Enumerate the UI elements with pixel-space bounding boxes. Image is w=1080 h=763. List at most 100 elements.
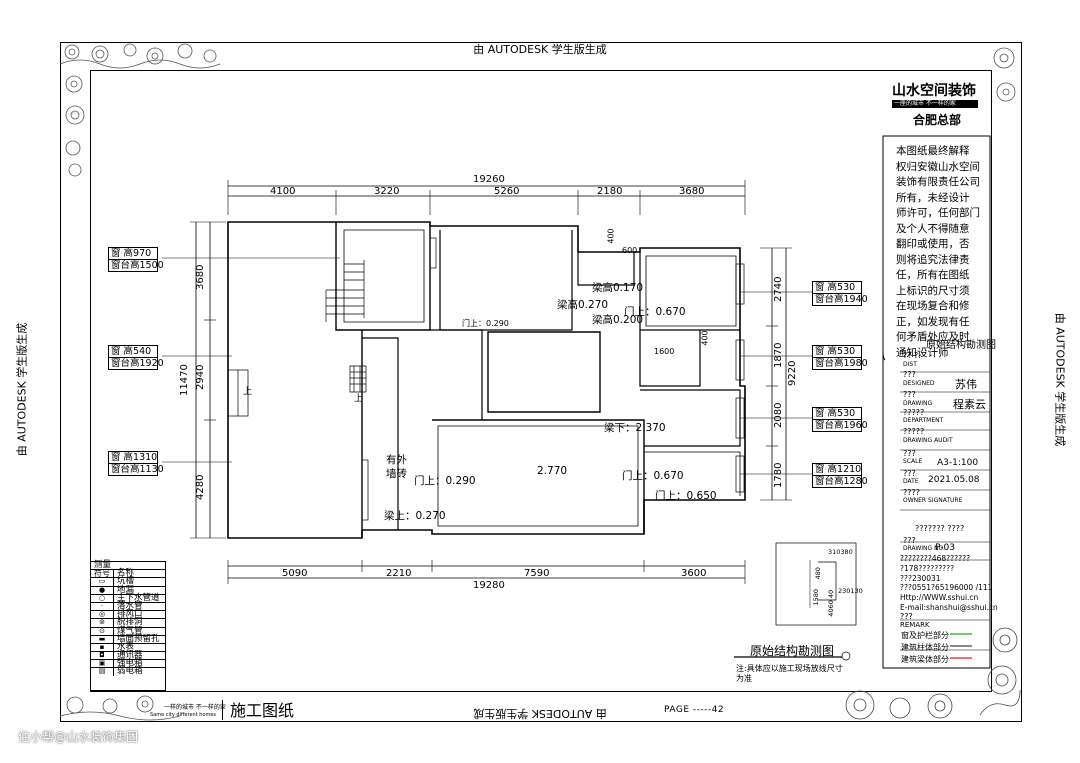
legend-item: ○主下水管道	[91, 593, 165, 603]
top-dim-3: 5260	[494, 186, 520, 197]
legend-item: ◎排风口	[91, 610, 165, 620]
scale-value: A3-1:100	[937, 458, 979, 468]
designer-name: 苏伟	[955, 378, 977, 391]
dim-note-400: 400	[606, 228, 616, 244]
legend-item: ▬墙面预留孔	[91, 634, 165, 644]
left-dim-1: 3680	[195, 264, 206, 290]
company-logo: 山水空间装饰 一座的城市 不一样的家	[892, 84, 978, 108]
brand-name: 山水空间装饰	[892, 83, 976, 99]
legend-item: ▣强电箱	[91, 659, 165, 669]
top-dim-2: 3220	[374, 186, 400, 197]
left-dim-2: 2940	[195, 364, 206, 390]
beam-note-5: 梁上：0.270	[384, 510, 446, 522]
drawing-no-label: DRAWING NO.	[903, 545, 945, 552]
footer-slogan-en: Same city different homes	[150, 712, 217, 718]
floral-ornament-top-right	[993, 47, 1016, 102]
drawing-code: ???	[903, 390, 916, 399]
detail-dim-4: 1580	[812, 588, 821, 606]
door-note-3: 门上：0.290	[414, 475, 476, 487]
footer-slogan: 一样的城市 不一样的家	[164, 704, 226, 711]
drawing-label: DRAWING	[903, 400, 933, 407]
bottom-dim-3: 7590	[524, 568, 550, 579]
left-dim-3: 4280	[195, 474, 206, 500]
beam-note-4: 梁下：2.370	[604, 422, 666, 434]
beam-note-2: 梁高0.270	[557, 299, 609, 311]
floral-ornament-left	[65, 75, 85, 177]
credit-watermark: 住小帮@山水装饰集团	[18, 730, 139, 744]
designed-code: ???	[903, 370, 916, 379]
room-label-2: 墙砖	[386, 468, 407, 480]
door-note-2: 门上：0.290	[462, 319, 509, 328]
bottom-total-dim: 19280	[473, 580, 505, 591]
plan-note: 注:具体应以施工现场放线尺寸为准	[736, 664, 843, 683]
right-total-dim: 9220	[787, 360, 798, 386]
detail-dim-3: 230130	[838, 587, 863, 595]
dim-note-600: 600	[622, 246, 638, 255]
legend-item: ·落水管	[91, 602, 165, 612]
detail-dim-1: 310380	[828, 548, 853, 556]
top-dim-1: 4100	[270, 186, 296, 197]
symbol-legend: 测量 符号名称 ▭坑槽 ●地漏 ○主下水管道 ·落水管 ◎排风口 ⊚脱排洞 ⊙煤…	[90, 561, 166, 691]
sheet-outer-border	[60, 42, 1022, 722]
floral-ornament-bottom-right	[845, 627, 1021, 720]
floral-ornament-top-left	[59, 43, 221, 69]
top-dim-5: 3680	[679, 186, 705, 197]
right-dim-2: 1870	[773, 342, 784, 368]
sheet-title-small: 原始结构勘测图	[926, 340, 996, 351]
bottom-dim-1: 5090	[282, 568, 308, 579]
remark-label: REMARK	[900, 621, 930, 629]
autodesk-watermark-top: 由 AUTODESK 学生版生成	[473, 43, 607, 56]
plan-title: 原始结构勘测图	[750, 644, 835, 658]
top-dim-4: 2180	[597, 186, 623, 197]
floral-ornament-bottom-left	[59, 695, 181, 721]
brand-slogan: 一座的城市 不一样的家	[892, 100, 978, 108]
right-dim-1: 2740	[773, 276, 784, 302]
top-total-dim: 19260	[473, 174, 505, 185]
legend-item: ▤弱电箱	[91, 667, 165, 676]
door-note-5: 门上：0.650	[655, 490, 717, 502]
date-value: 2021.05.08	[928, 475, 980, 485]
left-total-dim: 11470	[179, 364, 190, 396]
legend-item: ⊚脱排洞	[91, 618, 165, 628]
legend-item: ⊙煤气管	[91, 626, 165, 636]
room-label-1: 有外	[386, 454, 407, 466]
bottom-dim-4: 3600	[681, 568, 707, 579]
legend-title-row: 测量	[91, 561, 165, 571]
owner-code: ????	[903, 488, 920, 497]
dist-label: DIST	[903, 361, 917, 368]
stair-up-label-1: 上	[243, 387, 253, 397]
remark-code: ???	[900, 612, 913, 621]
height-note: 2.770	[537, 465, 568, 477]
audit-label: DRAWING AUDIT	[903, 437, 953, 444]
beam-note-1: 梁高0.170	[592, 282, 644, 294]
page-number: PAGE -----42	[664, 705, 725, 715]
disclaimer-text: 本图纸最终解释 权归安徽山水空间 装饰有限责任公司 所有，未经设计 师许可，任何…	[896, 145, 980, 359]
footer-divider	[222, 700, 223, 720]
department-label: DEPARTMENT	[903, 417, 944, 424]
construction-title: 施工图纸	[230, 701, 295, 720]
audit-code: ?????	[903, 427, 925, 436]
drafter-name: 程素云	[953, 398, 986, 411]
sheet-inner-border	[90, 70, 992, 692]
date-code: ???	[903, 469, 916, 478]
dim-note-1600: 1600	[654, 347, 675, 356]
legend-item: ▪水表	[91, 643, 165, 653]
owner-label: OWNER SIGNATURE	[903, 497, 963, 504]
drawing-no-value: P-03	[935, 543, 955, 553]
legend-header-row: 符号名称	[91, 569, 165, 579]
dist-code: ?? ?.	[903, 351, 921, 360]
detail-dim-5: 4060 40	[827, 589, 836, 617]
designed-label: DESIGNED	[903, 380, 935, 387]
legend-item: ●地漏	[91, 585, 165, 595]
right-dim-3: 2080	[773, 402, 784, 428]
contact-block: ????????468?????? ?178????????? ???23003…	[900, 554, 998, 612]
detail-dim-2: 480	[813, 567, 822, 580]
